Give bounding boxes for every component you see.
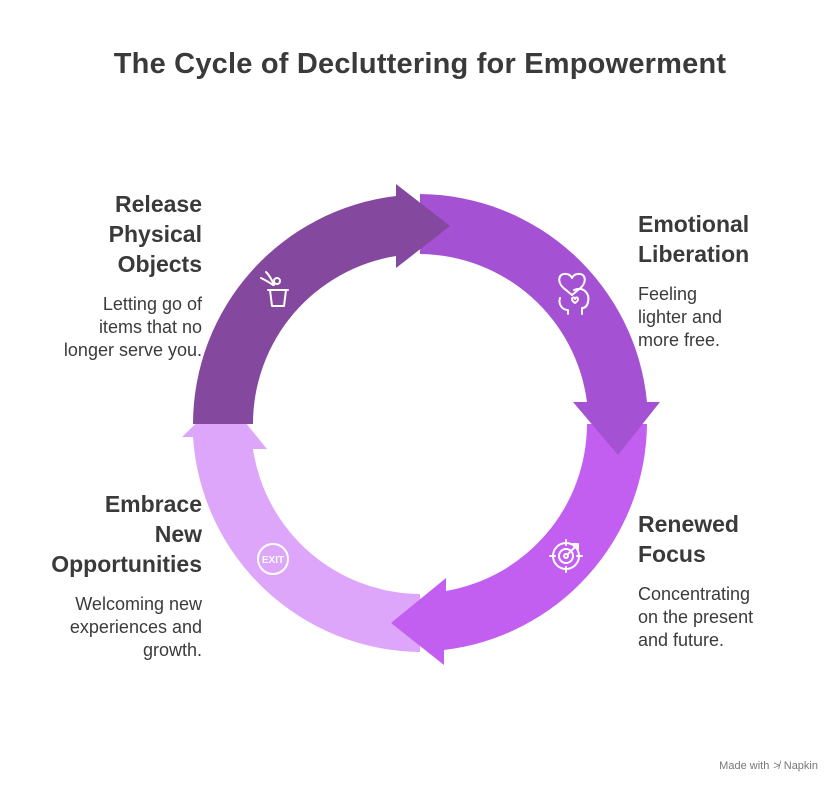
description-line: Welcoming new — [75, 594, 202, 614]
step-heading: Renewed Focus — [638, 509, 818, 569]
heading-line: Physical — [108, 221, 202, 247]
description-line: experiences and — [69, 617, 202, 637]
exit-sign-icon: EXIT — [257, 543, 289, 575]
step-heading: Embrace New Opportunities — [30, 489, 202, 579]
cycle-arrow-release — [193, 184, 450, 424]
heading-line: Embrace — [104, 491, 202, 517]
bin-discard-icon — [260, 271, 289, 307]
heading-line: Emotional — [638, 211, 750, 237]
step-description: Welcoming new experiences and growth. — [30, 593, 202, 662]
heading-line: Opportunities — [51, 551, 202, 577]
step-description: Feeling lighter and more free. — [638, 283, 818, 352]
step-release-physical-objects: Release Physical Objects Letting go of i… — [30, 189, 202, 362]
step-renewed-focus: Renewed Focus Concentrating on the prese… — [638, 509, 818, 652]
brand-name: Napkin — [783, 760, 818, 772]
napkin-logo-icon: ≯ — [773, 760, 780, 772]
description-line: Letting go of — [102, 294, 202, 314]
description-line: Feeling — [638, 284, 698, 304]
exit-sign-text: EXIT — [262, 555, 284, 566]
heart-head-icon — [558, 272, 590, 315]
description-line: longer serve you. — [63, 340, 202, 360]
description-line: items that no — [98, 317, 202, 337]
description-line: growth. — [142, 640, 202, 660]
step-emotional-liberation: Emotional Liberation Feeling lighter and… — [638, 209, 818, 352]
description-line: Concentrating — [638, 584, 751, 604]
heading-line: Focus — [638, 541, 706, 567]
description-line: and future. — [638, 630, 725, 650]
heading-line: Objects — [117, 251, 202, 277]
heading-line: Liberation — [638, 241, 750, 267]
step-description: Letting go of items that no longer serve… — [30, 293, 202, 362]
heading-line: Release — [115, 191, 202, 217]
cycle-arrow-renewed-focus — [391, 424, 647, 665]
step-heading: Release Physical Objects — [30, 189, 202, 279]
cycle-arrow-embrace — [182, 396, 420, 652]
made-with-footer: Made with ≯ Napkin — [719, 760, 818, 772]
step-description: Concentrating on the present and future. — [638, 583, 818, 652]
description-line: lighter and — [638, 307, 723, 327]
description-line: on the present — [638, 607, 754, 627]
step-heading: Emotional Liberation — [638, 209, 818, 269]
heading-line: New — [154, 521, 202, 547]
diagram-title: The Cycle of Decluttering for Empowermen… — [113, 48, 727, 80]
description-line: more free. — [638, 330, 721, 350]
heading-line: Renewed — [638, 511, 739, 537]
target-icon — [549, 539, 583, 573]
step-embrace-new-opportunities: Embrace New Opportunities Welcoming new … — [30, 489, 202, 662]
made-with-label: Made with — [719, 760, 770, 772]
cycle-arrow-emotional-liberation — [420, 194, 660, 455]
